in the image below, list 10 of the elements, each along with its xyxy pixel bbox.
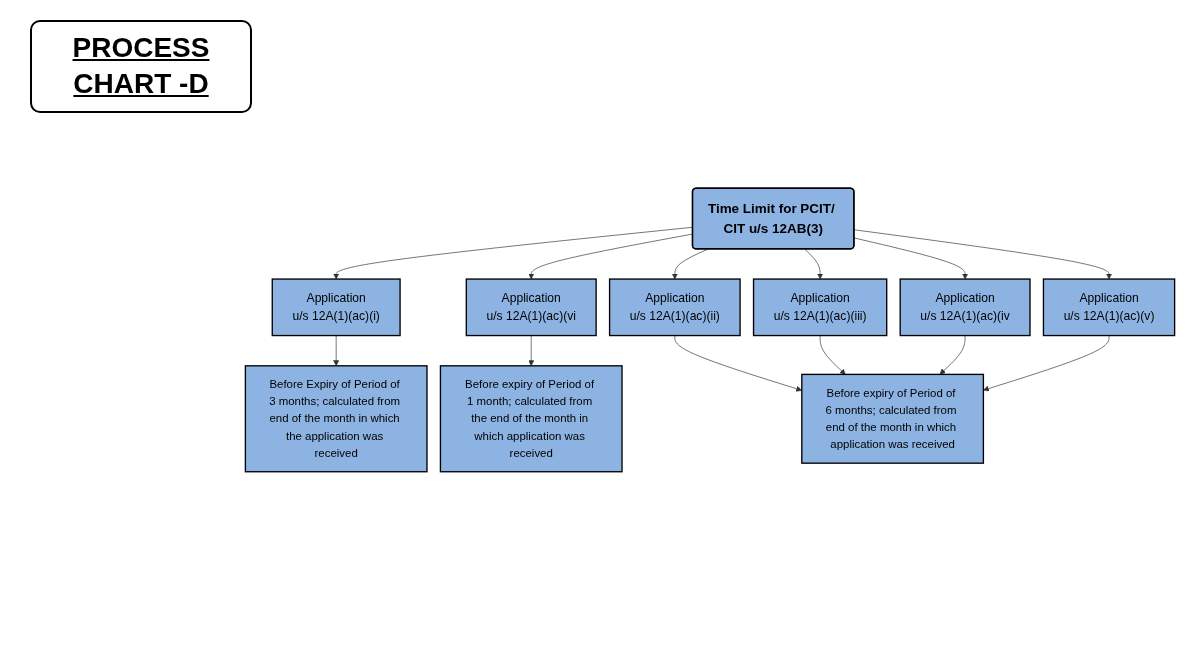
node-box: Application u/s 12A(1)(ac)(ii) — [608, 278, 741, 337]
node-box: Application u/s 12A(1)(ac)(iii) — [752, 278, 888, 337]
node-box: Application u/s 12A(1)(ac)(i) — [271, 278, 401, 337]
node-box: Before Expiry of Period of 3 months; calculated from end of the month in which the application was received — [244, 365, 428, 473]
node-box: Application u/s 12A(1)(ac)(iv — [899, 278, 1031, 337]
node-box: Before expiry of Period of 1 month; calculated from the end of the month in which application was received — [439, 365, 623, 473]
node-box: Before expiry of Period of 6 months; calculated from end of the month in which application was received — [801, 373, 985, 464]
node-box: Application u/s 12A(1)(ac)(v) — [1042, 278, 1176, 337]
node-box: Application u/s 12A(1)(ac)(vi — [465, 278, 597, 337]
title-scroll: PROCESS CHART -D — [30, 20, 252, 113]
